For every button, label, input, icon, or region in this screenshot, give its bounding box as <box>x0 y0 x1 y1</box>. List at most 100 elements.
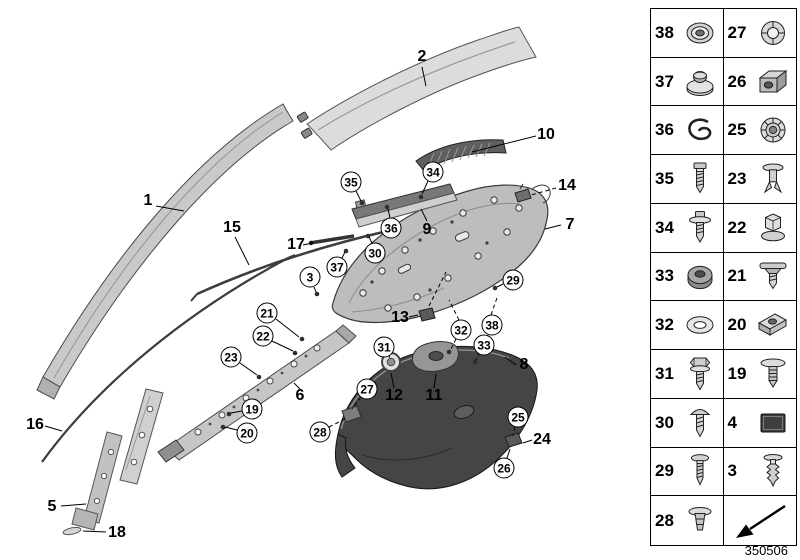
flanged-plug-icon <box>686 70 714 96</box>
callout-balloon-33[interactable]: 33 <box>473 334 495 356</box>
legend-cell-4[interactable]: 4 <box>723 399 796 448</box>
callout-8[interactable]: 8 <box>519 356 529 373</box>
legend-cell-28[interactable]: 28 <box>651 496 724 545</box>
callout-balloon-25[interactable]: 25 <box>507 406 529 428</box>
callout-16[interactable]: 16 <box>26 416 44 433</box>
legend-number: 25 <box>727 120 747 140</box>
callout-balloon-20[interactable]: 20 <box>236 422 258 444</box>
legend-number: 32 <box>655 315 674 335</box>
legend-cell-23[interactable]: 23 <box>723 155 796 204</box>
callout-balloon-34[interactable]: 34 <box>422 161 444 183</box>
self-tapping-screw-icon <box>691 454 710 487</box>
legend-number: 33 <box>655 266 674 286</box>
cage-nut-icon <box>758 69 788 93</box>
part-18-pin <box>62 526 82 536</box>
legend-number: 31 <box>655 363 674 383</box>
legend-cell-20[interactable]: 20 <box>723 301 796 351</box>
part-1-a-pillar-trim <box>36 103 294 400</box>
part-14-clip <box>514 183 532 203</box>
callout-11[interactable]: 11 <box>425 387 443 404</box>
plastic-nut-icon <box>760 117 786 143</box>
washer-icon <box>686 316 714 334</box>
callout-17[interactable]: 17 <box>287 236 305 253</box>
callout-balloon-35[interactable]: 35 <box>340 171 362 193</box>
part-9-sill-strip <box>351 183 458 228</box>
callout-9[interactable]: 9 <box>422 221 432 238</box>
part-11-duct-bracket <box>411 341 459 372</box>
callout-10[interactable]: 10 <box>537 126 555 143</box>
callout-2[interactable]: 2 <box>417 48 427 65</box>
small-fasteners <box>220 194 498 430</box>
legend-number: 28 <box>655 510 674 530</box>
legend-cell-36[interactable]: 36 <box>651 106 724 156</box>
legend-number: 35 <box>655 169 674 189</box>
legend-cell-37[interactable]: 37 <box>651 57 724 107</box>
callout-1[interactable]: 1 <box>143 192 153 209</box>
callout-balloon-30[interactable]: 30 <box>364 242 386 264</box>
callout-7[interactable]: 7 <box>565 216 575 233</box>
callout-balloon-37[interactable]: 37 <box>326 256 348 278</box>
legend-cell-25[interactable]: 25 <box>723 106 796 156</box>
legend-number: 27 <box>727 22 747 42</box>
callout-24[interactable]: 24 <box>533 431 551 448</box>
legend-cell-38[interactable]: 38 <box>651 9 724 58</box>
legend-cell-32[interactable]: 32 <box>651 301 724 351</box>
legend-cell-19[interactable]: 19 <box>723 350 796 399</box>
mounting-bracket <box>341 405 362 423</box>
spring-clip-icon <box>688 118 712 141</box>
callout-12[interactable]: 12 <box>385 387 403 404</box>
callout-14[interactable]: 14 <box>558 177 576 194</box>
callout-15[interactable]: 15 <box>223 219 241 236</box>
rubber-grommet-icon <box>687 266 713 290</box>
torx-screw-icon <box>693 162 707 194</box>
callout-5[interactable]: 5 <box>47 498 57 515</box>
callout-balloon-23[interactable]: 23 <box>220 346 242 368</box>
legend-number: 30 <box>655 412 674 432</box>
screw-washer-icon <box>689 210 712 243</box>
legend-number: 37 <box>655 71 674 91</box>
legend-cell-26[interactable]: 26 <box>723 58 796 107</box>
grommet-icon <box>686 22 714 44</box>
callout-balloon-31[interactable]: 31 <box>373 336 395 358</box>
legend-cell-21[interactable]: 21 <box>723 253 796 302</box>
callout-13[interactable]: 13 <box>391 309 409 326</box>
callout-balloon-38[interactable]: 38 <box>481 314 503 336</box>
callout-balloon-22[interactable]: 22 <box>252 325 274 347</box>
adhesive-pad-icon <box>760 413 786 433</box>
callout-layer: 2 10 14 1 15 17 9 7 13 6 12 11 8 24 16 5 18 35 34 36 37 30 3 29… <box>26 48 576 541</box>
legend-number: 19 <box>727 363 747 383</box>
callout-balloon-36[interactable]: 36 <box>380 217 402 239</box>
legend-cell-3[interactable]: 3 <box>723 448 796 497</box>
callout-18[interactable]: 18 <box>108 524 126 541</box>
callout-balloon-21[interactable]: 21 <box>256 302 278 324</box>
callout-balloon-19[interactable]: 19 <box>241 398 263 420</box>
callout-balloon-27[interactable]: 27 <box>356 378 378 400</box>
callout-balloon-32[interactable]: 32 <box>450 319 472 341</box>
legend-cell-33[interactable]: 33 <box>651 252 724 302</box>
legend-cell-35[interactable]: 35 <box>651 155 724 204</box>
callout-6[interactable]: 6 <box>295 387 305 404</box>
callout-balloon-3[interactable]: 3 <box>299 266 321 288</box>
flange-nut-icon <box>761 213 786 242</box>
callout-balloon-26[interactable]: 26 <box>493 457 515 479</box>
legend-cell-22[interactable]: 22 <box>723 204 796 253</box>
legend-number: 21 <box>727 266 747 286</box>
legend-number: 29 <box>655 461 674 481</box>
legend-cell-34[interactable]: 34 <box>651 203 724 253</box>
legend-number: 36 <box>655 120 674 140</box>
legend-cell-30[interactable]: 30 <box>651 398 724 448</box>
legend-cell-29[interactable]: 29 <box>651 447 724 497</box>
part-13-clip <box>418 307 436 322</box>
legend-number: 20 <box>727 315 747 335</box>
clip-nut-icon <box>758 313 788 337</box>
expanding-rivet-top-icon <box>761 20 786 45</box>
legend-cell-27[interactable]: 27 <box>723 9 796 58</box>
rivet-icon <box>760 358 786 388</box>
callout-balloon-28[interactable]: 28 <box>309 421 331 443</box>
callout-balloon-29[interactable]: 29 <box>502 269 524 291</box>
legend-cell-direction-arrow[interactable] <box>724 496 797 545</box>
pan-screw-icon <box>690 408 711 438</box>
legend-cell-31[interactable]: 31 <box>651 350 724 399</box>
